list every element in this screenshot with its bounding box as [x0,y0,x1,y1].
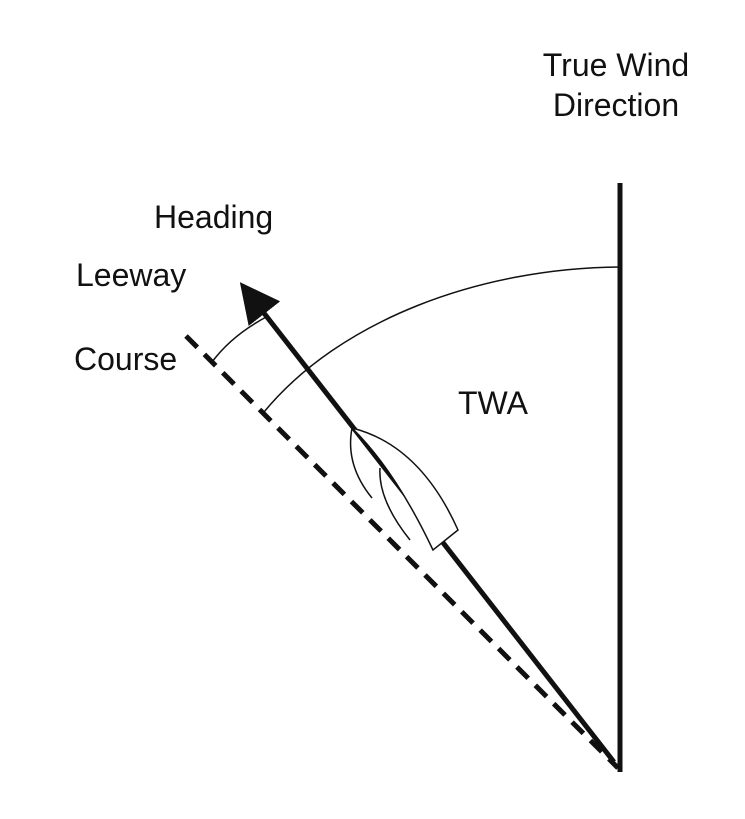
course-line [184,334,620,770]
boat-sail-forward [349,427,373,499]
boat-hull [349,426,459,552]
true-wind-label-line1: True Wind [543,47,689,83]
heading-label: Heading [154,199,273,235]
twa-arc [263,266,621,413]
leeway-arc [211,315,269,363]
course-label: Course [74,341,177,377]
leeway-label: Leeway [76,257,186,293]
true-wind-label-line2: Direction [553,87,679,123]
boat-sail-main [379,467,411,541]
twa-label: TWA [458,385,529,421]
